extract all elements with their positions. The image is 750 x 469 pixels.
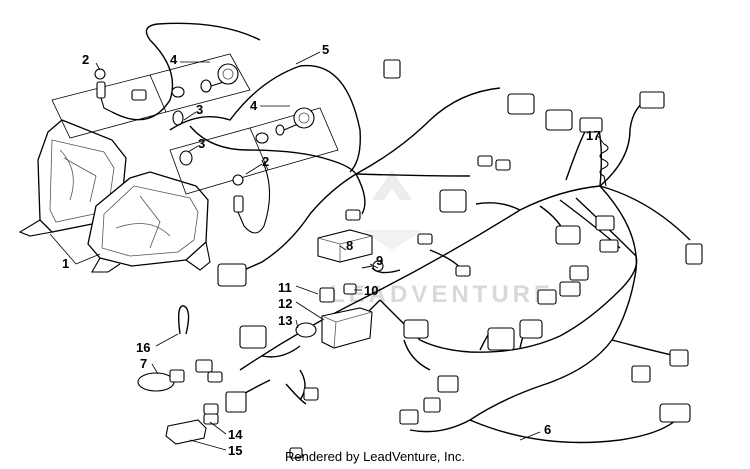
callout-15: 15: [228, 443, 242, 458]
relay: [317, 229, 373, 263]
bulb-lower: [255, 107, 315, 144]
watermark-logo: [360, 170, 424, 250]
callout-9: 9: [376, 253, 383, 268]
cable-tie: [177, 305, 190, 335]
fuse-10: [343, 283, 357, 295]
callout-1: 1: [62, 256, 69, 271]
callout-16: 16: [136, 340, 150, 355]
ring-terminal: [361, 260, 384, 272]
main-harness: [195, 91, 703, 459]
callout-2-lower: 2: [262, 154, 269, 169]
indicator-bulb: [137, 369, 185, 392]
bulb-socket-lower: [179, 150, 271, 234]
callout-5: 5: [322, 42, 329, 57]
fuse-block: [321, 307, 373, 349]
leader-lines: [49, 51, 605, 451]
footer-credit: Rendered by LeadVenture, Inc.: [285, 449, 465, 464]
connector-top-5: [495, 159, 511, 171]
connector-top-3: [545, 109, 573, 131]
callout-14: 14: [228, 427, 243, 442]
watermark-text: LEADVENTURE: [330, 281, 554, 308]
callout-10: 10: [364, 283, 378, 298]
callout-4-lower: 4: [250, 98, 258, 113]
bulb-socket-upper: [94, 22, 261, 121]
connector-14: [203, 413, 219, 425]
callout-6: 6: [544, 422, 551, 437]
grommet: [295, 322, 317, 338]
bulb-upper: [171, 63, 239, 126]
connector-15: [165, 419, 207, 445]
headlight-harness: [169, 64, 501, 287]
callout-7: 7: [140, 356, 147, 371]
connector-top-1: [383, 59, 401, 79]
callout-3-lower: 3: [198, 136, 205, 151]
callout-8: 8: [346, 238, 353, 253]
callout-13: 13: [278, 313, 292, 328]
callout-4-upper: 4: [170, 52, 178, 67]
callout-11: 11: [278, 280, 292, 295]
callout-2-upper: 2: [82, 52, 89, 67]
relay-small: [319, 287, 335, 303]
callout-3-upper: 3: [196, 102, 203, 117]
callout-12: 12: [278, 296, 292, 311]
headlight-right: [87, 171, 211, 273]
connector-top-4: [477, 155, 493, 167]
callout-17: 17: [586, 128, 600, 143]
connector-top-2: [507, 93, 535, 115]
coil: [599, 143, 609, 177]
